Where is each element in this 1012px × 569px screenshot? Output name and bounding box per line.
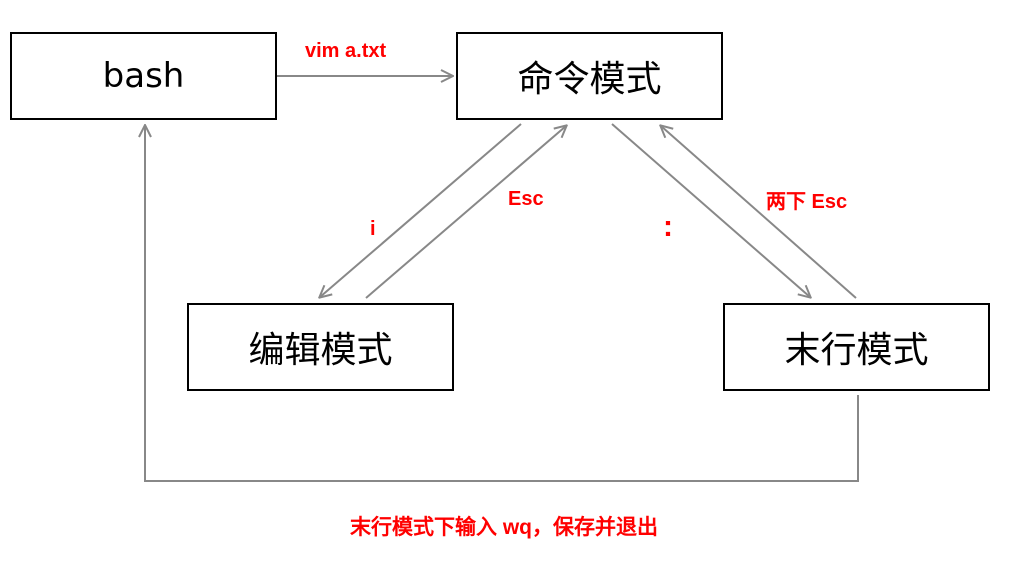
arrow-last-line-to-command — [661, 126, 857, 299]
arrow-edit-to-command — [365, 126, 566, 299]
arrow-command-to-edit — [320, 123, 522, 297]
label-esc-key: Esc — [508, 188, 544, 210]
node-command-mode: 命令模式 — [456, 32, 723, 120]
arrow-last-line-to-bash — [145, 126, 859, 482]
label-vim-command: vim a.txt — [305, 40, 387, 62]
label-double-esc: 两下 Esc — [766, 191, 848, 213]
label-save-and-quit: 末行模式下输入 wq，保存并退出 — [350, 516, 658, 539]
node-bash: bash — [10, 32, 277, 120]
arrow-command-to-last-line — [611, 123, 810, 297]
node-edit-mode: 编辑模式 — [187, 303, 454, 391]
node-last-line-mode: 末行模式 — [723, 303, 990, 391]
label-insert-key: i — [370, 218, 376, 240]
label-colon-key: : — [663, 210, 673, 243]
